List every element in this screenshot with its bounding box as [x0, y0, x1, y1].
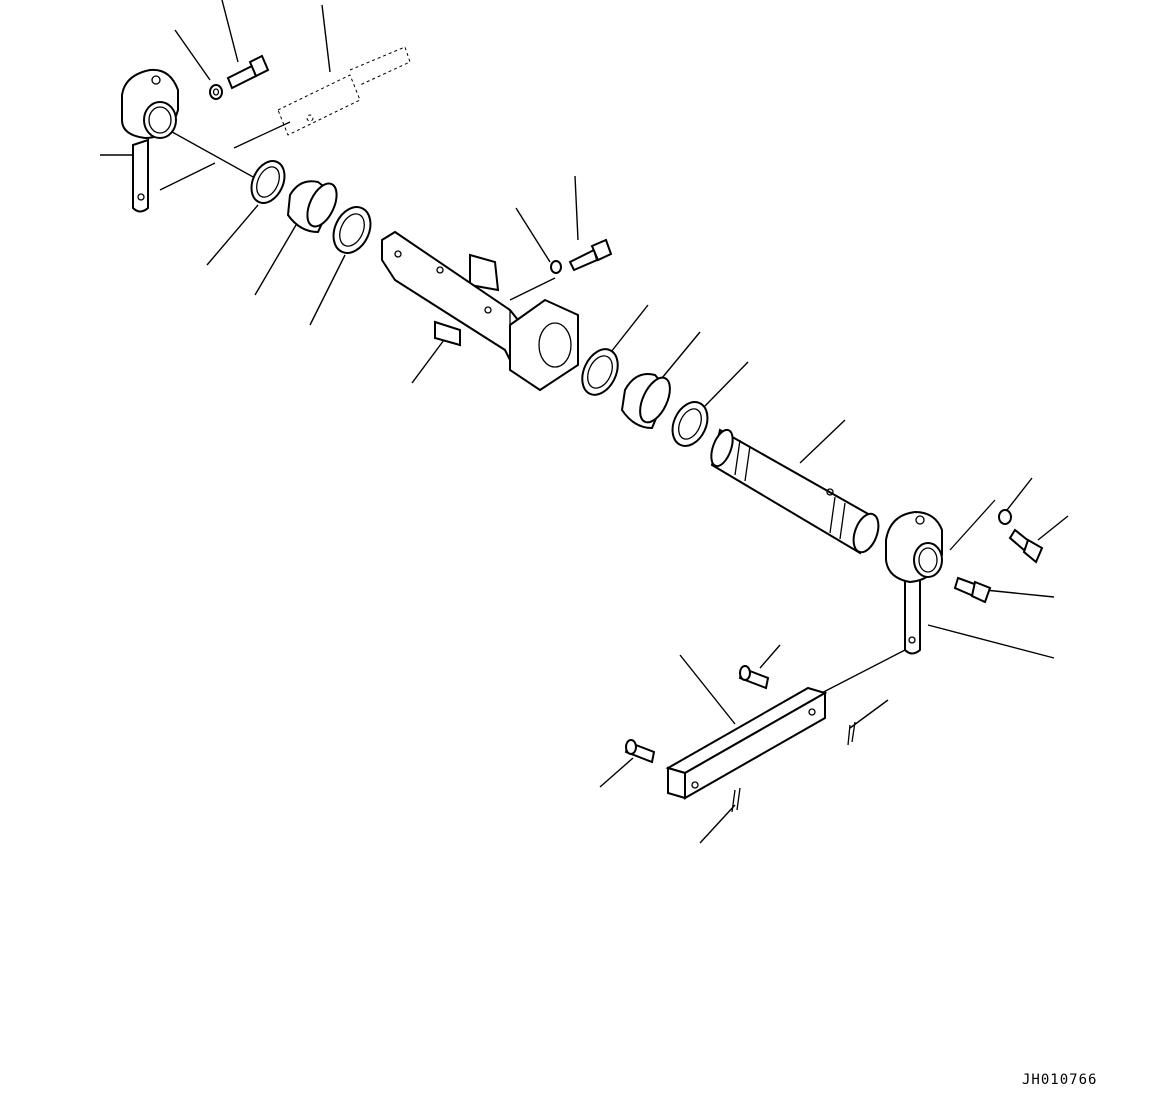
seal-left [250, 160, 286, 204]
rod-phantom [277, 46, 411, 136]
washer-top-left [209, 84, 223, 100]
seal-right-outer [581, 348, 619, 396]
bolt-link-lower [624, 739, 656, 764]
grease-fitting [953, 576, 992, 604]
splined-shaft [710, 428, 880, 555]
bushing-right [620, 373, 671, 430]
bolt-right [1008, 528, 1044, 564]
left-lever-arm [121, 68, 179, 213]
bolt-center [568, 238, 613, 272]
washer-right [998, 509, 1012, 525]
bolt-link-upper [738, 665, 770, 690]
bushing-left [286, 180, 338, 234]
link-bar [665, 686, 828, 800]
leader-lines [100, 0, 1069, 844]
seal-right-inner [671, 401, 709, 447]
drawing-reference-code: JH010766 [1022, 1072, 1098, 1088]
cotter-pins [731, 721, 856, 813]
bracket [381, 230, 579, 392]
seal-left-inner [332, 206, 372, 254]
right-lever-arm [885, 510, 943, 655]
washer-center [550, 260, 562, 274]
bolt-top-left [226, 54, 270, 90]
